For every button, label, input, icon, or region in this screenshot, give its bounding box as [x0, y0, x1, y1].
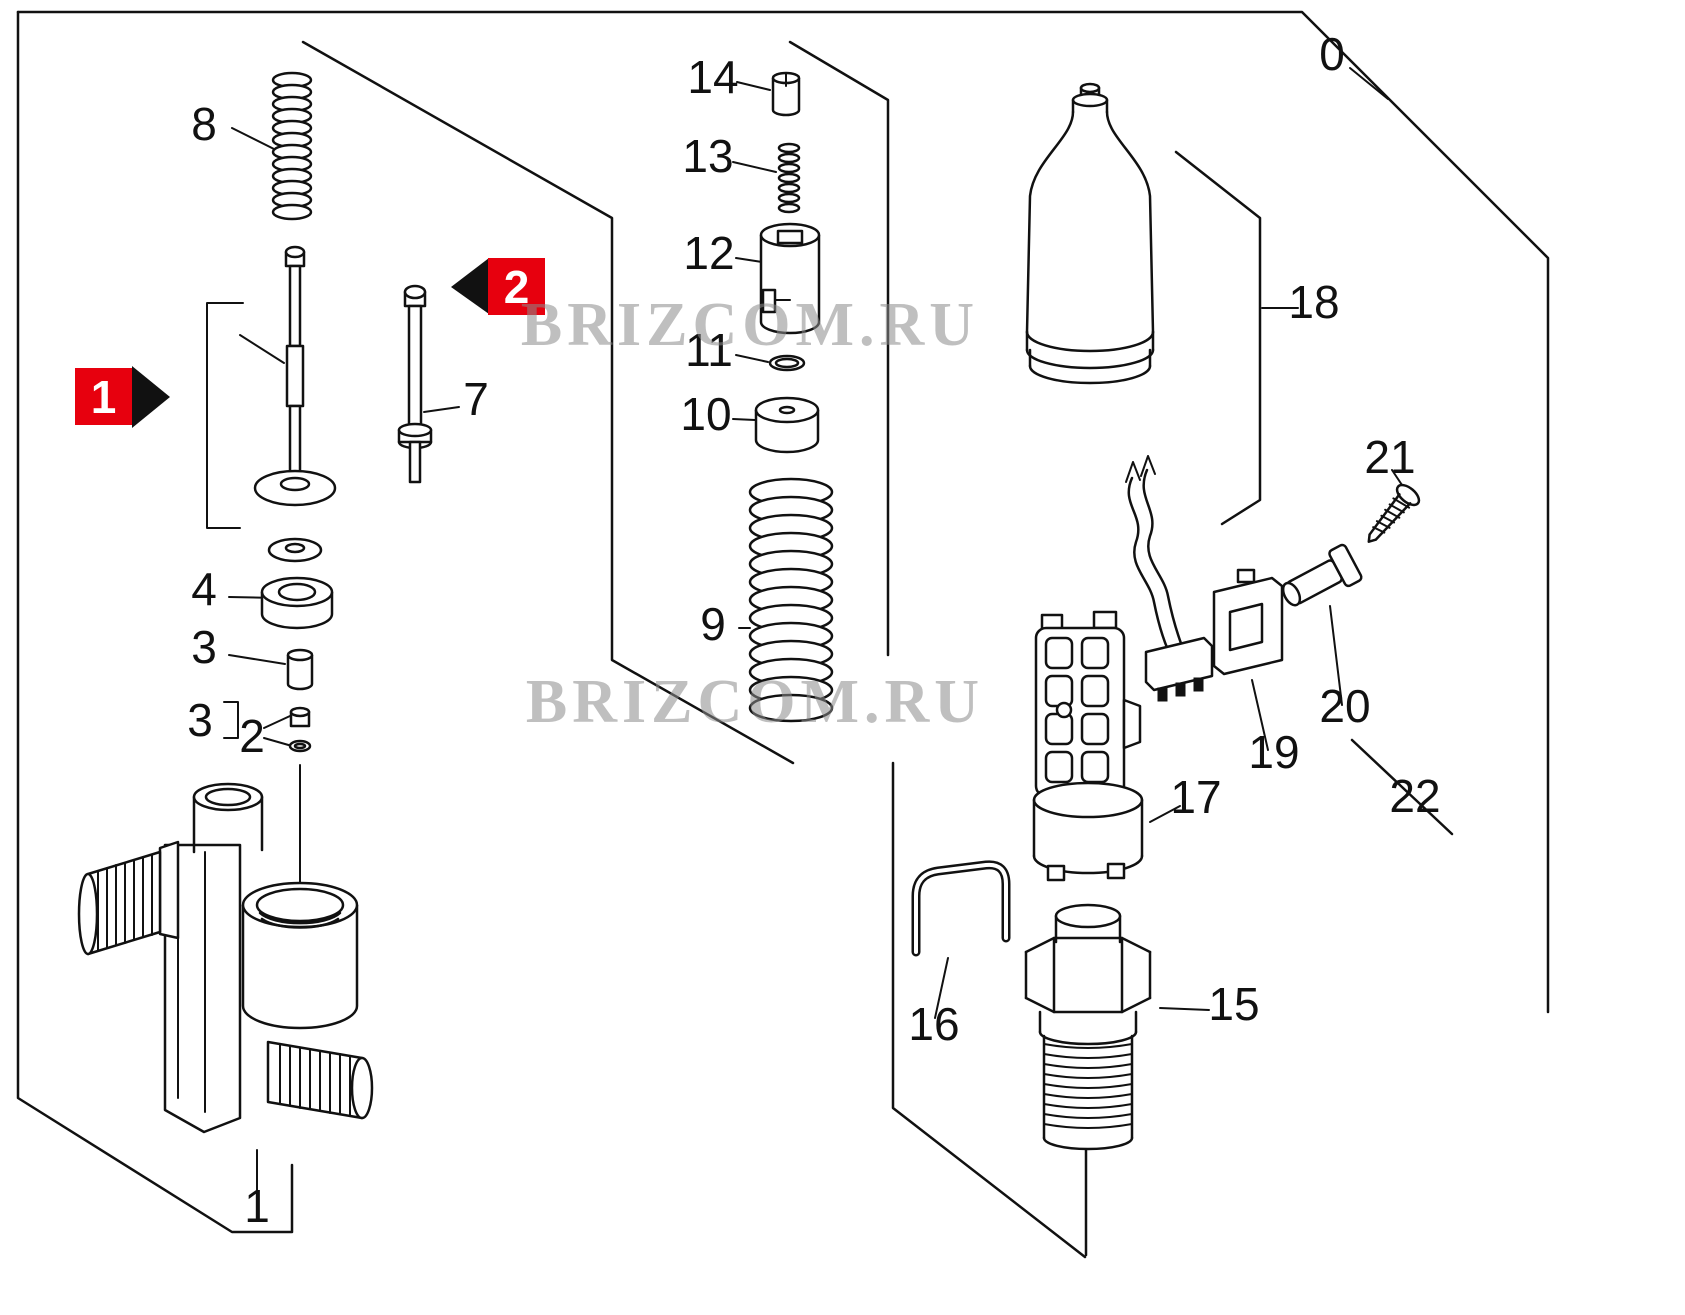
label-3b: 3	[187, 694, 213, 746]
label-4: 4	[191, 563, 217, 615]
part-1-valve-body	[77, 782, 374, 1134]
part-16-u-clip	[911, 860, 1011, 957]
label-22: 22	[1389, 770, 1440, 822]
part-17-switch-housing	[1032, 610, 1144, 882]
part-8-spring	[271, 71, 313, 221]
part-10-disc	[754, 396, 820, 454]
boundary-lines	[16, 10, 1550, 1259]
part-14-pin	[771, 71, 801, 117]
label-15: 15	[1208, 978, 1259, 1030]
label-11: 11	[685, 324, 733, 376]
part-7-rod	[397, 284, 433, 484]
label-19: 19	[1248, 726, 1299, 778]
label-3a: 3	[191, 621, 217, 673]
callout-badge-1: 1	[75, 366, 170, 428]
badge-1-arrow-icon	[132, 366, 170, 428]
label-8: 8	[191, 98, 217, 150]
badge-2-arrow-icon	[451, 258, 489, 314]
part-21-screw	[1367, 483, 1421, 543]
part-4-cup-seal	[260, 576, 334, 630]
label-7: 7	[463, 373, 489, 425]
part-13-spring	[777, 142, 801, 214]
label-20: 20	[1319, 680, 1370, 732]
part-20-connector	[1281, 543, 1363, 607]
label-12: 12	[683, 227, 734, 279]
callout-badge-2: 2	[451, 258, 545, 315]
piston-rod	[284, 245, 306, 478]
label-0: 0	[1319, 28, 1345, 80]
part-19-switch-plate	[1212, 568, 1284, 676]
watermark-text-bottom: BRIZCOM.RU	[526, 668, 984, 736]
part-15-threaded-fitting	[1024, 903, 1152, 1151]
label-13: 13	[682, 130, 733, 182]
label-2: 2	[239, 710, 265, 762]
part-9-spring	[748, 477, 834, 723]
badge-1-number: 1	[91, 371, 117, 423]
part-labels: 8 7 4 3 3 2 1 14 13 12 11 10 9 0 18 21 2…	[187, 28, 1440, 1232]
label-17: 17	[1170, 771, 1221, 823]
label-10: 10	[680, 388, 731, 440]
label-18: 18	[1288, 276, 1339, 328]
part-12-valve-piston	[759, 222, 821, 335]
label-21: 21	[1364, 431, 1415, 483]
watermarks: BRIZCOM.RU BRIZCOM.RU	[521, 291, 984, 736]
part-11-oring	[768, 354, 806, 372]
part-3-sleeve	[286, 648, 314, 691]
accumulator-bottle	[1025, 82, 1155, 385]
label-1: 1	[244, 1180, 270, 1232]
label-9: 9	[700, 598, 726, 650]
wire-harness	[1125, 455, 1214, 702]
watermark-text-top: BRIZCOM.RU	[521, 291, 979, 359]
washer-stack	[253, 469, 337, 563]
badge-2-number: 2	[504, 261, 530, 313]
part-3-2-nut-oring	[288, 706, 312, 753]
label-14: 14	[687, 51, 738, 103]
label-16: 16	[908, 998, 959, 1050]
